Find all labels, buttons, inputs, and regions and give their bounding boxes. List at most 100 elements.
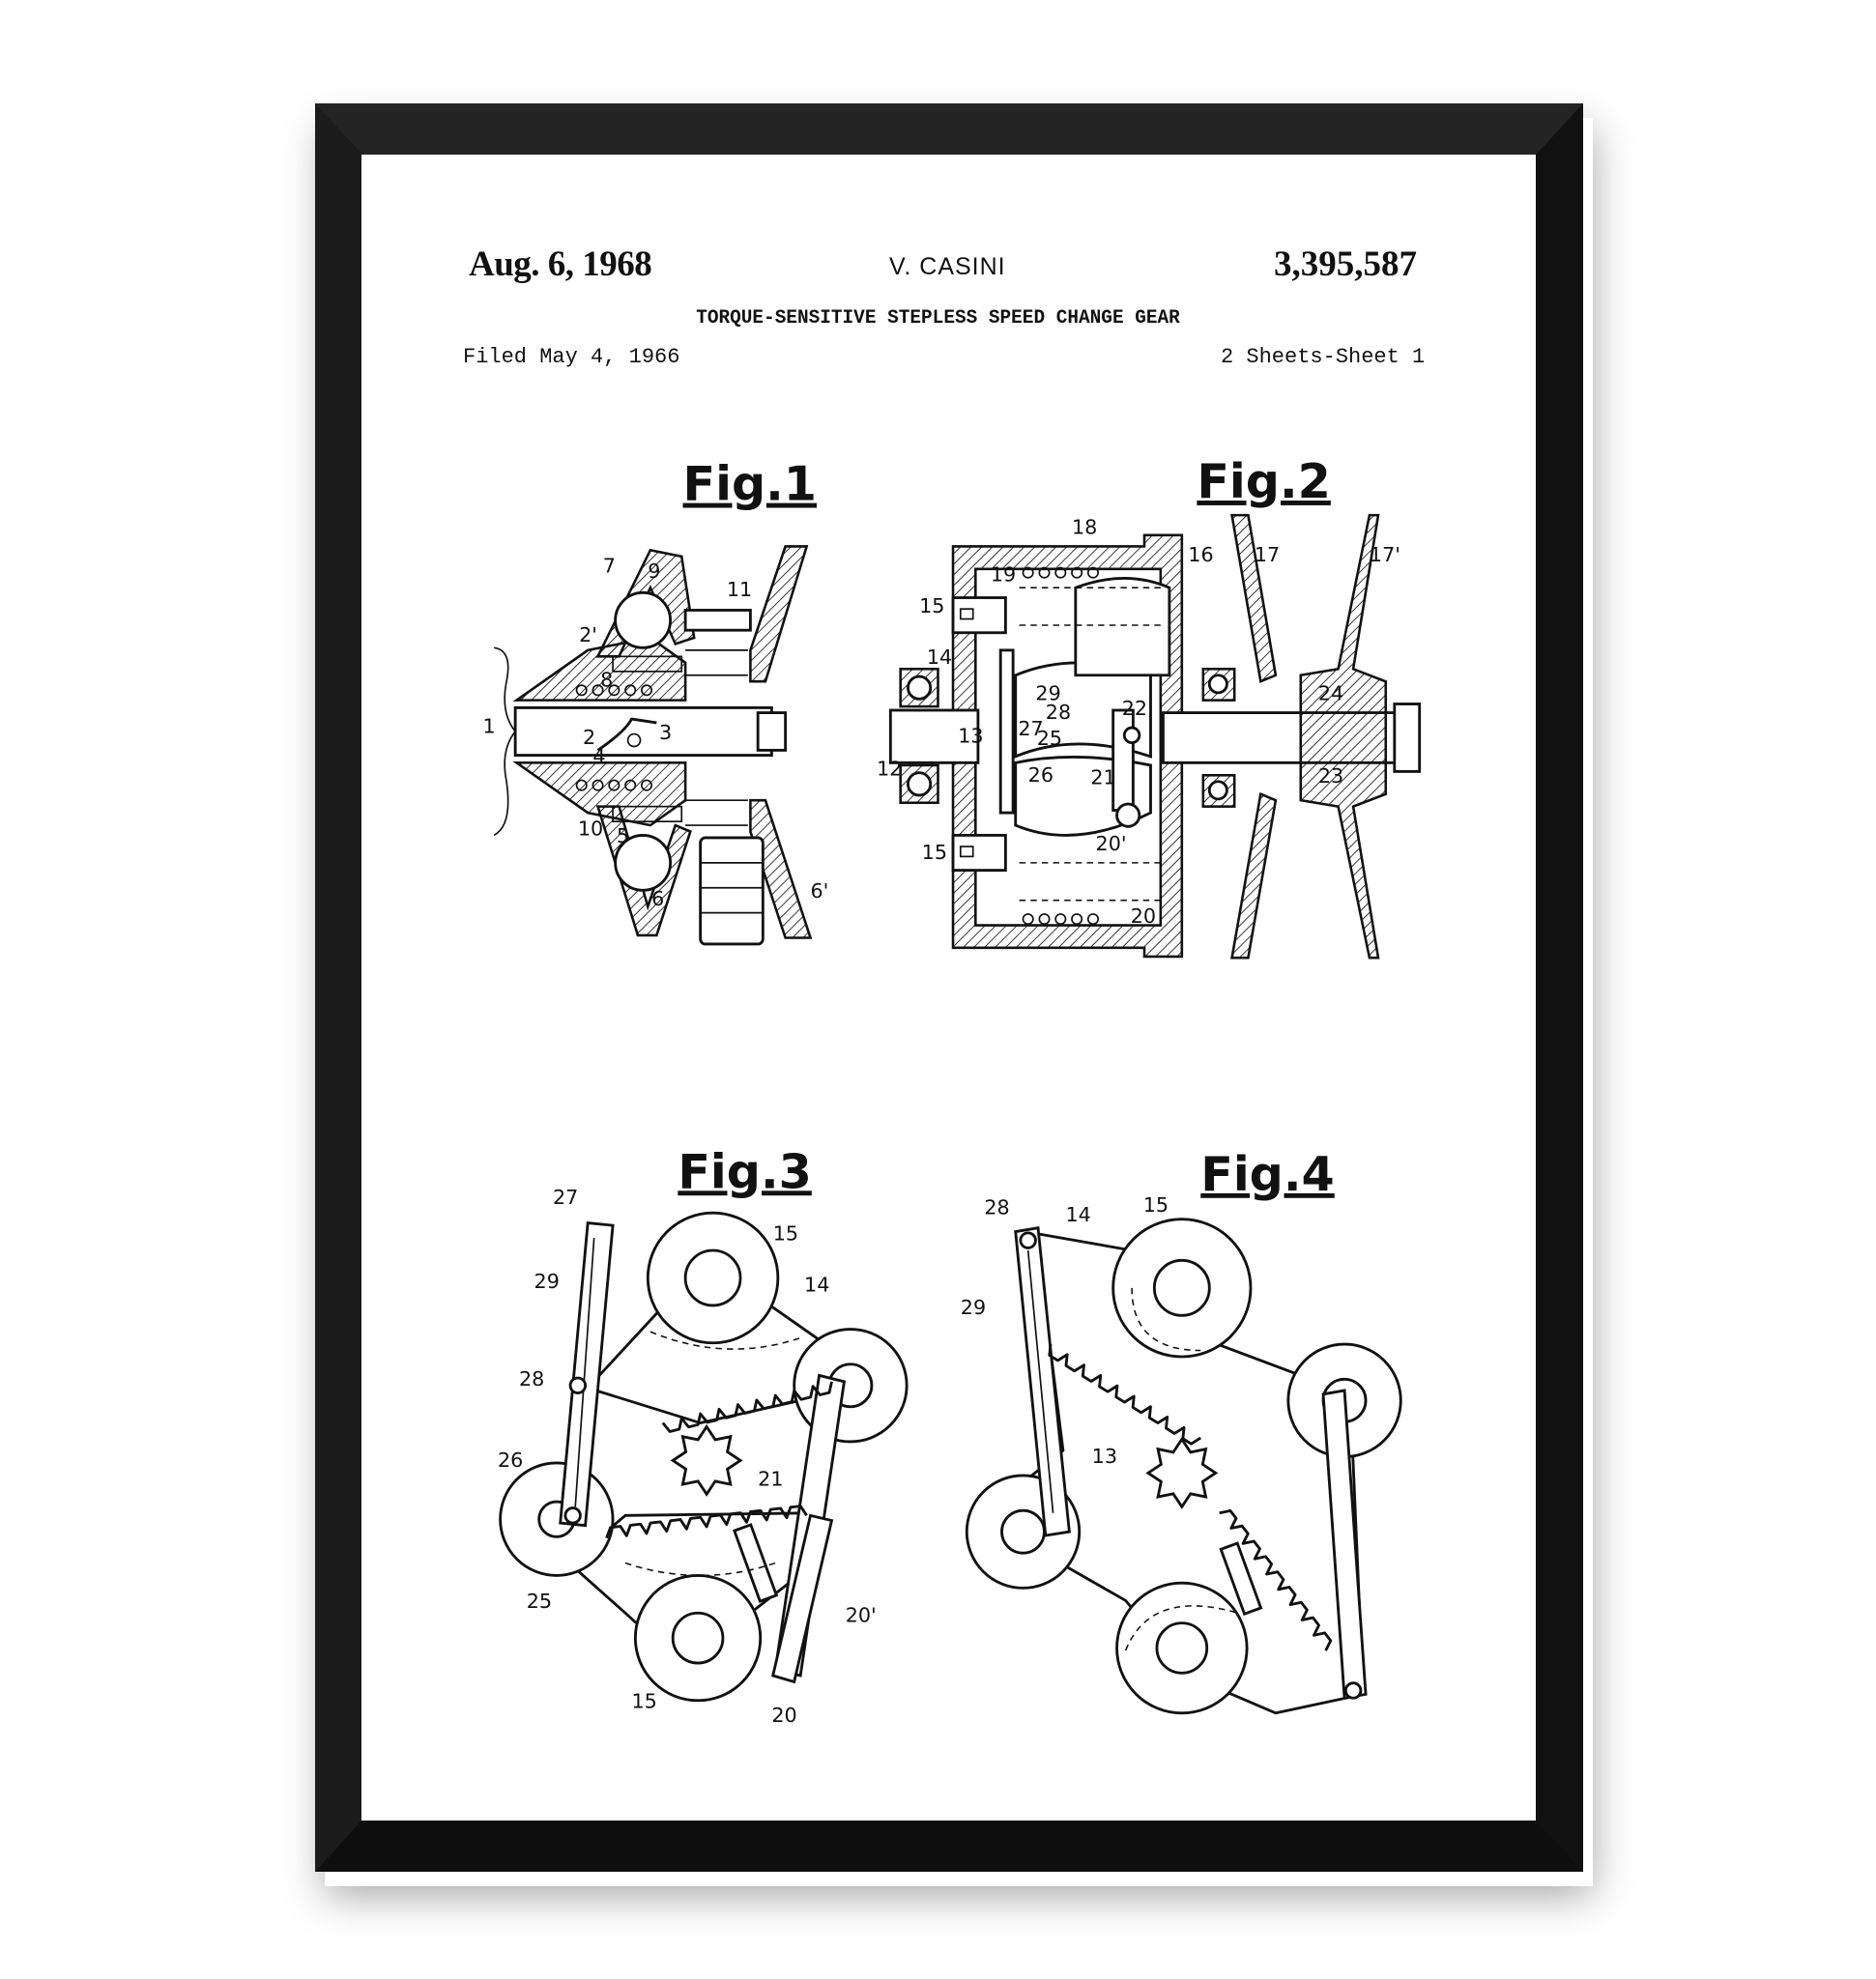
part-label: 29 [961, 1296, 986, 1319]
slotted-link-29 [1014, 1226, 1071, 1537]
part-label: 15 [773, 1222, 798, 1246]
spring-coil [624, 684, 637, 697]
part-label: 26 [1028, 763, 1053, 787]
bracket-mark [493, 646, 517, 837]
spring-coil [1022, 913, 1034, 926]
part-label: 25 [527, 1590, 552, 1613]
fig3-title: Fig.3 [678, 1143, 812, 1199]
part-label: 26 [498, 1448, 523, 1472]
spring-coil [575, 779, 588, 791]
part-label: 15 [631, 1690, 656, 1713]
input-shaft-12 [888, 708, 980, 764]
part-label: 1 [482, 714, 495, 737]
part-label: 13 [958, 725, 983, 748]
bearing-ball [907, 771, 933, 797]
part-label: 14 [927, 645, 952, 669]
part-label: 20' [1096, 832, 1127, 855]
part-label: 4 [592, 744, 605, 767]
gear-teeth [661, 1381, 833, 1433]
gear-teeth [1219, 1508, 1333, 1651]
ball-6 [614, 833, 673, 892]
part-label: 23 [1318, 764, 1343, 788]
gear-housing [951, 533, 1184, 959]
frame-bevel [1536, 103, 1583, 1872]
spring-coil [592, 779, 604, 791]
part-label: 22 [1122, 697, 1147, 720]
pin-bottom [612, 805, 683, 822]
shaft-nut [1393, 703, 1422, 773]
part-label: 10 [578, 817, 603, 840]
link-slot [574, 1238, 595, 1507]
pin [1343, 1681, 1363, 1700]
spring-coil [1086, 566, 1099, 579]
part-label: 28 [1046, 701, 1071, 724]
pivot-22 [1122, 726, 1141, 745]
cam-pin [626, 732, 642, 748]
slotted-link-20 [770, 1513, 834, 1684]
patent-date: Aug. 6, 1968 [469, 244, 652, 284]
part-label: 12 [877, 757, 902, 780]
figure-2: Fig.2 [877, 453, 1422, 960]
part-label: 28 [984, 1195, 1009, 1219]
pin [563, 1506, 582, 1525]
belt-bottom [699, 836, 765, 946]
part-label: 14 [1065, 1203, 1090, 1226]
part-label: 15 [1143, 1193, 1169, 1217]
shaft-1 [513, 705, 773, 757]
spring-21 [732, 1523, 779, 1603]
part-label: 8 [600, 668, 613, 691]
hidden-lines [1124, 1287, 1239, 1651]
bearing-ball [907, 674, 933, 701]
part-label: 20 [1131, 904, 1156, 928]
hub-bore [683, 1248, 742, 1307]
frame-bevel [315, 103, 1583, 155]
part-label: 11 [727, 578, 752, 601]
filed-date: Filed May 4, 1966 [463, 345, 680, 369]
spring-coil [1038, 566, 1051, 579]
spring-coil [1022, 566, 1034, 579]
frame-bevel [315, 1821, 1583, 1872]
part-label: 6' [811, 879, 829, 903]
hub-bore [1155, 1621, 1209, 1675]
frame-bevel [315, 103, 361, 1872]
pulley-disk-17-prime [1299, 513, 1388, 960]
part-label: 25 [1037, 727, 1062, 750]
spring-coils [575, 684, 653, 791]
lever-block [1074, 577, 1171, 677]
part-label: 6 [651, 887, 664, 910]
hidden-lines [624, 1331, 801, 1577]
part-label: 17 [1255, 543, 1280, 566]
pin-15-bottom [951, 833, 1007, 873]
bearing-ball [1207, 780, 1228, 801]
belt-top [683, 609, 752, 632]
ball-9 [614, 590, 673, 649]
pin-28 [1019, 1231, 1037, 1249]
fig1-title: Fig.1 [683, 456, 818, 512]
part-label: 7 [603, 555, 616, 578]
slotted-link-29 [559, 1220, 615, 1528]
part-label: 17' [1370, 543, 1400, 566]
bearing-ball [1207, 674, 1228, 695]
plate-27 [998, 648, 1015, 815]
patent-title: TORQUE-SENSITIVE STEPLESS SPEED CHANGE G… [696, 307, 1180, 330]
fig2-title: Fig.2 [1197, 453, 1331, 509]
spring-coil [1071, 913, 1083, 926]
belt-ribs [685, 649, 764, 914]
pin-15-top [951, 596, 1007, 635]
pivot-20 [1115, 802, 1141, 828]
part-label: 2' [579, 623, 597, 646]
hub-bore [671, 1611, 725, 1665]
hub-bore [1152, 1258, 1211, 1317]
spring-coil [1054, 913, 1067, 926]
part-label: 28 [519, 1367, 544, 1391]
spring-coil [575, 684, 588, 697]
figure-4: Fig.4 28 14 15 29 13 [961, 1146, 1402, 1715]
part-label: 20 [771, 1704, 796, 1727]
part-label: 16 [1188, 543, 1213, 566]
part-label: 9 [648, 559, 660, 583]
hub-housing [512, 636, 687, 827]
pulley-disk-17 [1230, 513, 1278, 960]
part-label: 29 [1035, 682, 1060, 705]
part-label: 15 [919, 594, 944, 617]
